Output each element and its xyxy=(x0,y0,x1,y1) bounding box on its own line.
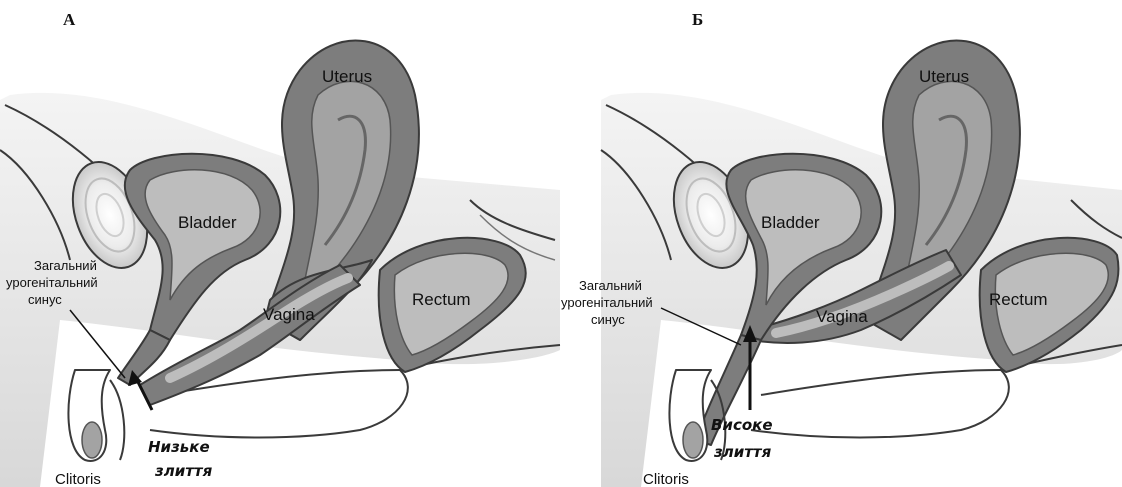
sinus-label-line-1: Загальний xyxy=(34,258,97,273)
uterus-label: Uterus xyxy=(919,67,969,86)
fusion-label-line-1: Низьке xyxy=(148,438,210,456)
fusion-label-line-1: Високе xyxy=(711,416,773,434)
sinus-label-line-1: Загальний xyxy=(579,278,642,293)
bladder-label: Bladder xyxy=(178,213,237,232)
bladder-label: Bladder xyxy=(761,213,820,232)
sinus-label-line-2: урогенітальний xyxy=(561,295,653,310)
anatomy-diagram-low-fusion: Uterus Vagina Bladder Rectum Clitoris За… xyxy=(0,0,561,487)
fusion-label-line-2: злиття xyxy=(154,462,213,480)
panel-a: A Uterus xyxy=(0,0,561,487)
fusion-label-line-2: злиття xyxy=(713,443,772,461)
sinus-label-line-3: синус xyxy=(28,292,62,307)
vagina-label: Vagina xyxy=(816,307,868,326)
panel-b: Б Uterus Vagina xyxy=(561,0,1122,487)
sinus-label-line-2: урогенітальний xyxy=(6,275,98,290)
clitoris-label: Clitoris xyxy=(643,471,689,487)
rectum-label: Rectum xyxy=(989,290,1048,309)
vagina-label: Vagina xyxy=(263,305,315,324)
uterus-label: Uterus xyxy=(322,67,372,86)
sinus-label-line-3: синус xyxy=(591,312,625,327)
rectum-label: Rectum xyxy=(412,290,471,309)
clitoris-label: Clitoris xyxy=(55,471,101,487)
anatomy-diagram-high-fusion: Uterus Vagina Bladder Rectum Clitoris За… xyxy=(561,0,1122,487)
